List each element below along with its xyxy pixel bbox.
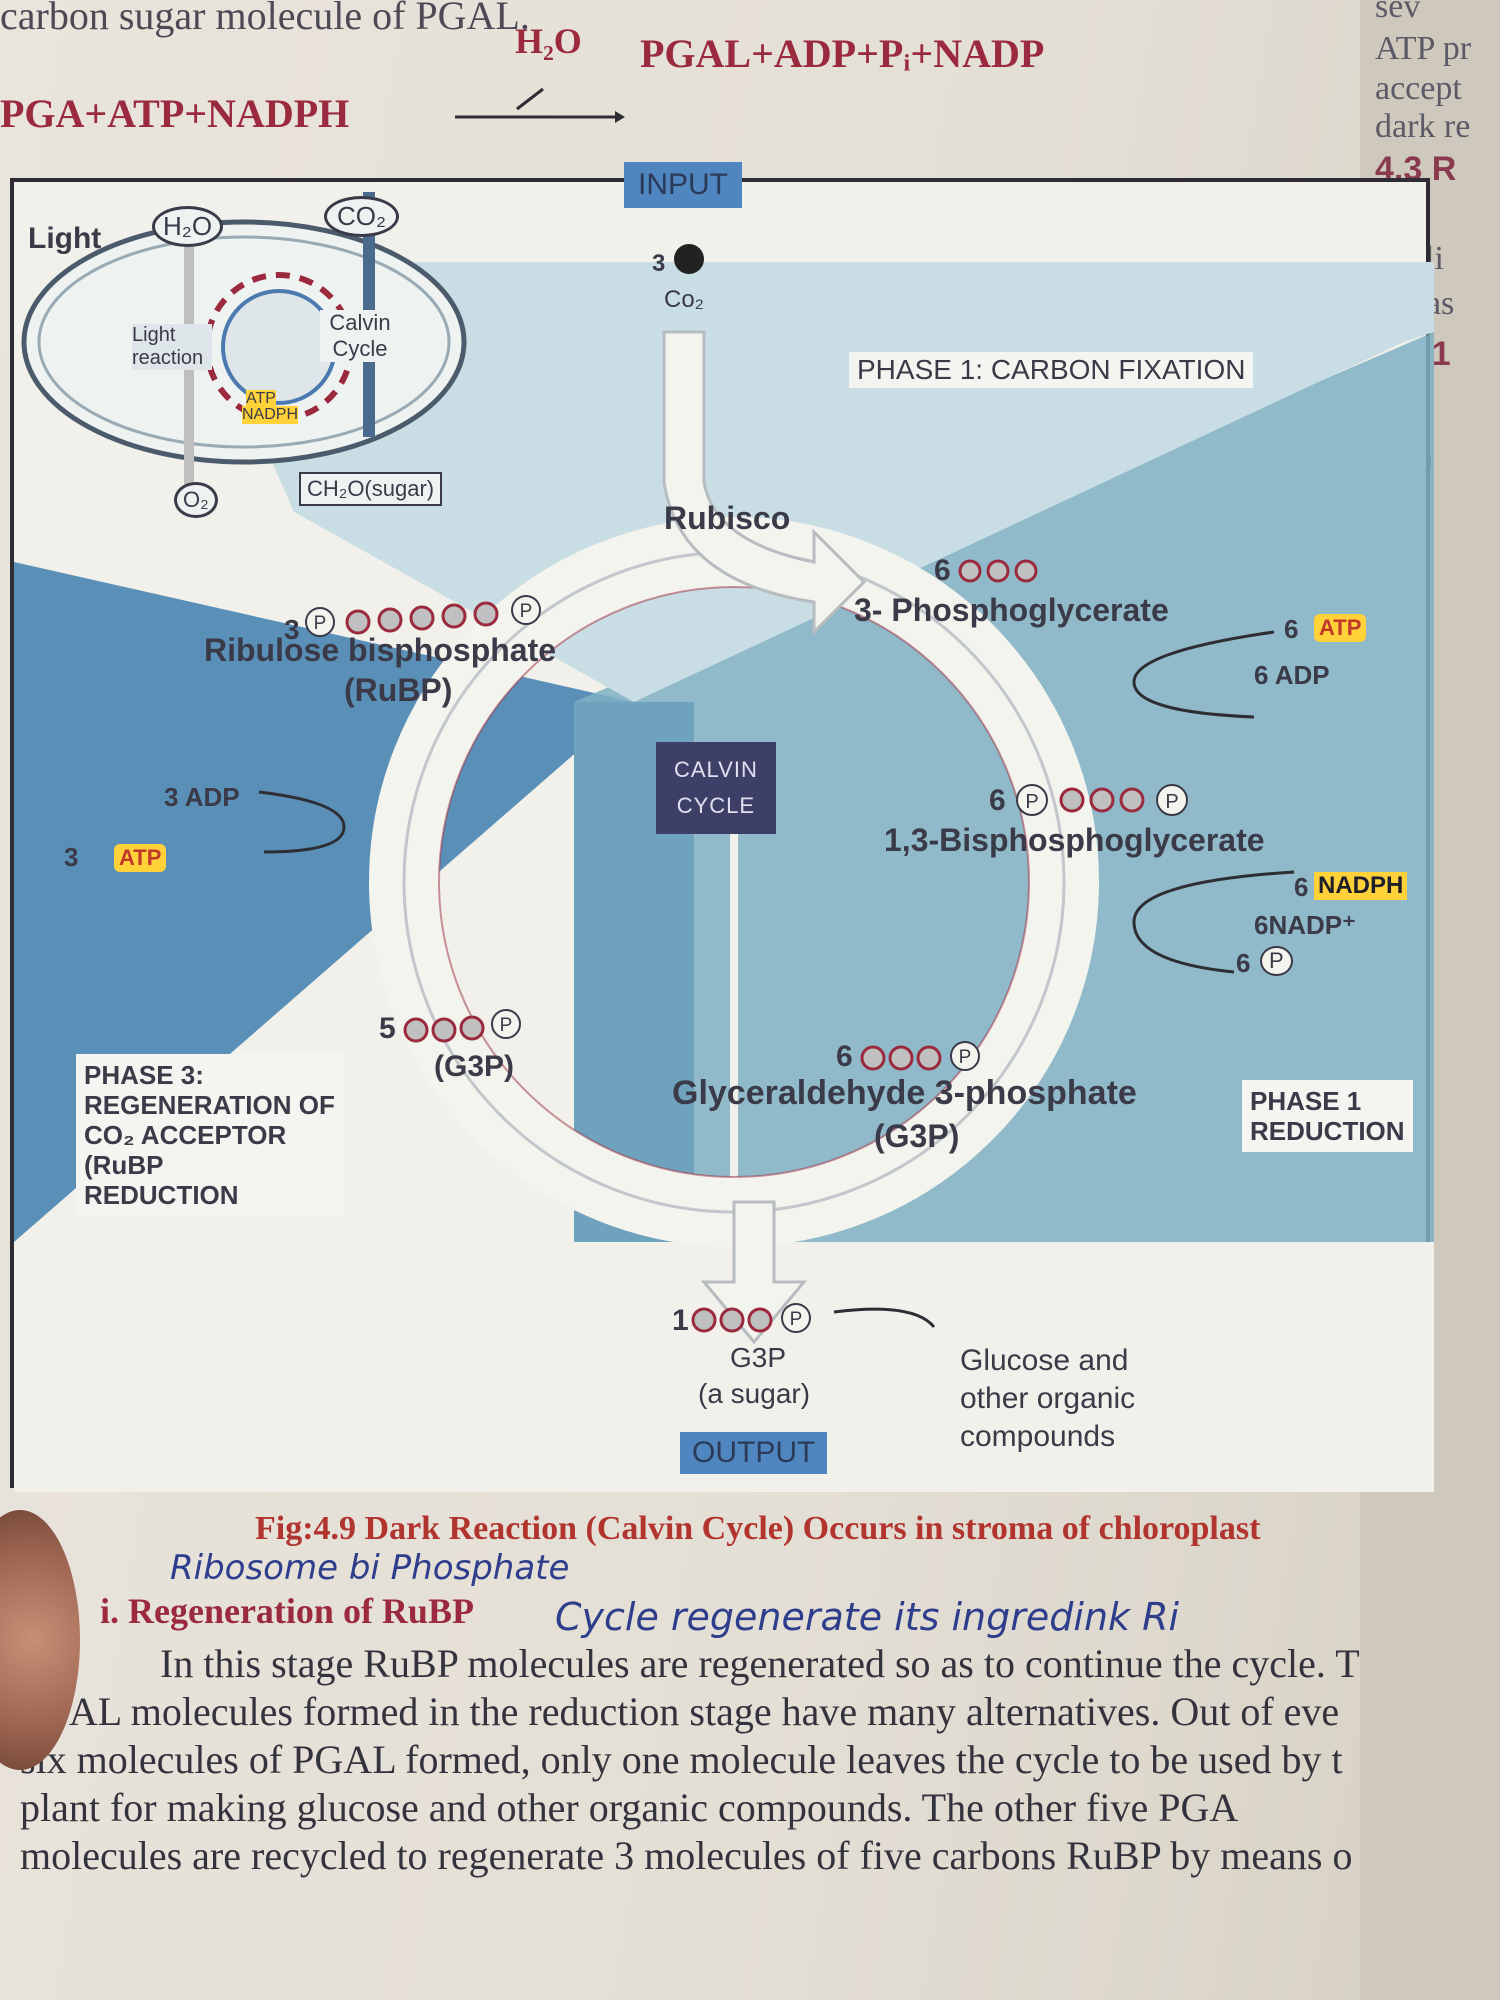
inset-o2-label: O₂ — [174, 482, 218, 518]
svg-text:P: P — [1165, 791, 1178, 813]
phase3-line: REDUCTION — [84, 1180, 239, 1210]
input-co2: Co₂ — [664, 286, 704, 313]
phase3-line: CO₂ ACCEPTOR — [84, 1120, 287, 1150]
g3p-6-carbon-chain-icon: P — [860, 1041, 980, 1071]
g3p-6-abbr: (G3P) — [874, 1118, 960, 1154]
g3p-5-carbon-chain-icon: P — [403, 1009, 521, 1043]
facing-fragment: accept — [1375, 70, 1462, 107]
paragraph-line: GAL molecules formed in the reduction st… — [40, 1689, 1340, 1734]
phase1-reduction-line: REDUCTION — [1250, 1116, 1405, 1146]
inset-nadph: NADPH — [242, 406, 299, 424]
phase1-reduction-line: PHASE 1 — [1250, 1086, 1362, 1116]
rubp-name: Ribulose bisphosphate — [204, 632, 557, 668]
adp-regen-label: 3 ADP — [164, 782, 240, 812]
phase3-line: REGENERATION OF — [84, 1090, 335, 1120]
paragraph-line: six molecules of PGAL formed, only one m… — [20, 1737, 1343, 1782]
phase1-fixation-label: PHASE 1: CARBON FIXATION — [849, 352, 1254, 388]
rubp-abbr: (RuBP) — [344, 672, 453, 708]
handwritten-note-line1: Ribosome bi Phosphate — [170, 1548, 570, 1588]
calvin-cycle-box: CALVIN CYCLE — [656, 742, 776, 834]
inset-h2o-label: H₂O — [152, 206, 224, 247]
svg-text:P: P — [790, 1309, 803, 1330]
inset-light-label: Light — [28, 222, 102, 255]
previous-text-line: carbon sugar molecule of PGAL. — [0, 0, 530, 38]
equation-arrow-icon — [455, 87, 625, 123]
glucose-line: other organic — [960, 1382, 1136, 1415]
paragraph-line: In this stage RuBP molecules are regener… — [160, 1641, 1360, 1686]
glucose-text: Glucose and other organic compounds — [960, 1342, 1135, 1456]
phase3-label: PHASE 3: REGENERATION OF CO₂ ACCEPTOR (R… — [76, 1054, 343, 1216]
rubp-carbon-chain-icon: P P — [305, 595, 541, 637]
inset-sugar-label: CH₂O(sugar) — [299, 472, 443, 506]
input-co2-count: 3 — [652, 250, 666, 277]
equation-reactants: PGA+ATP+NADPH — [0, 91, 350, 136]
output-count: 1 — [672, 1304, 689, 1337]
pga-carbon-chain-icon — [958, 559, 1038, 583]
output-name: G3P — [730, 1342, 787, 1373]
equation-products: PGAL+ADP+Pᵢ+NADP — [640, 31, 1045, 76]
svg-text:P: P — [500, 1015, 513, 1036]
pga-name: 3- Phosphoglycerate — [854, 592, 1169, 628]
adp-out-label: 6 ADP — [1254, 660, 1330, 690]
figure-caption: Fig:4.9 Dark Reaction (Calvin Cycle) Occ… — [255, 1510, 1261, 1547]
pi-out-count: 6 — [1236, 948, 1251, 978]
input-tag: INPUT — [624, 162, 742, 208]
paragraph-line: plant for making glucose and other organ… — [20, 1785, 1239, 1830]
facing-fragment: dark re — [1375, 108, 1471, 145]
phase3-line: PHASE 3: — [84, 1060, 204, 1090]
pga-count: 6 — [934, 554, 951, 587]
inset-light-reaction: Light reaction — [132, 324, 212, 370]
nadp-out-label: 6NADP⁺ — [1254, 910, 1356, 940]
paragraph-line: molecules are recycled to regenerate 3 m… — [20, 1833, 1353, 1878]
svg-text:P: P — [314, 613, 327, 634]
carbon-atom-icon — [674, 244, 704, 274]
inset-co2-label: CO₂ — [324, 196, 400, 237]
atp-badge: ATP — [1314, 614, 1367, 642]
phosphate-icon: P — [1260, 946, 1293, 976]
g3p-6-name: Glyceraldehyde 3-phosphate — [672, 1074, 1137, 1112]
output-desc: (a sugar) — [698, 1378, 811, 1409]
phase1-reduction-label: PHASE 1 REDUCTION — [1242, 1080, 1413, 1152]
glucose-line: Glucose and — [960, 1344, 1129, 1377]
section-heading: i. Regeneration of RuBP — [100, 1591, 474, 1631]
g3p-5-name: (G3P) — [434, 1050, 515, 1083]
output-tag: OUTPUT — [680, 1432, 828, 1474]
svg-text:P: P — [1025, 791, 1038, 813]
phase3-line: (RuBP — [84, 1150, 164, 1180]
g3p-6-count: 6 — [836, 1040, 853, 1073]
equation-catalyst: H₂O — [515, 21, 582, 61]
inset-calvin-cycle: Calvin Cycle — [320, 310, 400, 362]
calvin-cycle-figure: Light H₂O CO₂ Light reaction Calvin Cycl… — [10, 162, 1434, 1492]
calvin-box-line1: CALVIN — [674, 757, 758, 782]
facing-fragment: sev — [1375, 0, 1421, 25]
bpg-carbon-chain-icon: P P — [1016, 784, 1188, 816]
handwritten-note-line2: Cycle regenerate its ingredink Ri — [555, 1595, 1180, 1639]
rubp-count: 3 — [284, 614, 300, 645]
atp-regen-count: 3 — [64, 842, 79, 872]
atp-regen-badge: ATP — [114, 844, 167, 872]
inset-atp: ATP — [246, 390, 276, 408]
rubisco-label: Rubisco — [664, 500, 791, 536]
bpg-name: 1,3-Bisphosphoglycerate — [884, 822, 1265, 858]
nadph-in-count: 6 — [1294, 872, 1309, 902]
glucose-line: compounds — [960, 1420, 1116, 1453]
g3p-5-count: 5 — [379, 1012, 396, 1045]
nadph-badge: NADPH — [1314, 872, 1408, 900]
atp-in-count: 6 — [1284, 614, 1299, 644]
bpg-count: 6 — [989, 784, 1006, 817]
svg-text:P: P — [520, 601, 533, 622]
calvin-box-line2: CYCLE — [676, 793, 756, 818]
svg-text:P: P — [959, 1047, 972, 1068]
facing-fragment: ATP pr — [1375, 30, 1472, 67]
output-carbon-chain-icon: P — [691, 1303, 811, 1333]
